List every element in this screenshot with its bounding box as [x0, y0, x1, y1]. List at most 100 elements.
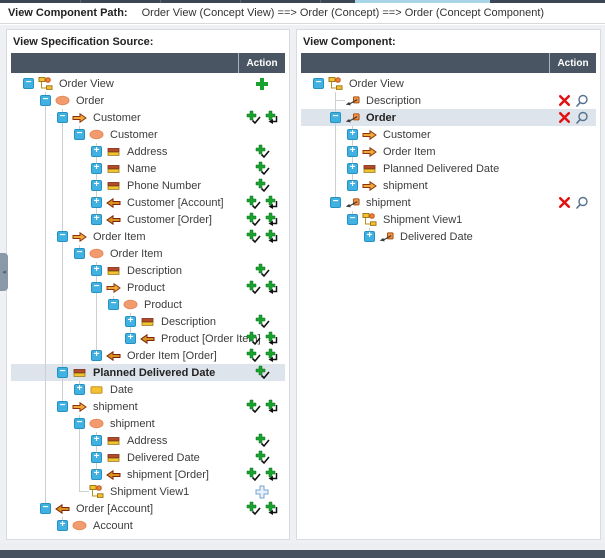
apply-check-icon[interactable]: [246, 195, 261, 210]
collapse-node-icon[interactable]: −: [57, 112, 68, 123]
tree-row[interactable]: − Order Item: [11, 228, 285, 245]
expand-node-icon[interactable]: +: [347, 180, 358, 191]
tree-node-label[interactable]: Order [Account]: [76, 502, 154, 515]
delete-x-icon[interactable]: [557, 110, 572, 125]
tree-node-label[interactable]: Order Item [Order]: [127, 349, 217, 362]
tree-row[interactable]: +Customer [Account]: [11, 194, 285, 211]
collapse-node-icon[interactable]: −: [91, 282, 102, 293]
tree-node-label[interactable]: Delivered Date: [127, 451, 200, 464]
collapse-node-icon[interactable]: −: [40, 95, 51, 106]
tree-node-label[interactable]: Description: [161, 315, 217, 328]
apply-copy-icon[interactable]: [264, 467, 279, 482]
tree-row[interactable]: +Customer: [301, 126, 596, 143]
collapse-node-icon[interactable]: −: [347, 214, 358, 225]
apply-check-icon[interactable]: [246, 110, 261, 125]
apply-copy-icon[interactable]: [264, 280, 279, 295]
tree-node-label[interactable]: shipment: [383, 179, 428, 192]
expand-node-icon[interactable]: +: [91, 469, 102, 480]
tree-node-label[interactable]: Shipment View1: [110, 485, 190, 498]
tree-node-label[interactable]: Order: [366, 111, 396, 124]
collapse-node-icon[interactable]: −: [330, 197, 341, 208]
apply-check-icon[interactable]: [255, 263, 270, 278]
tree-row[interactable]: − Order [Account]: [11, 500, 285, 517]
expand-node-icon[interactable]: +: [347, 146, 358, 157]
tree-node-label[interactable]: Shipment View1: [383, 213, 463, 226]
tree-node-label[interactable]: Customer: [110, 128, 158, 141]
expand-node-icon[interactable]: +: [125, 316, 136, 327]
expand-node-icon[interactable]: +: [91, 435, 102, 446]
tree-row[interactable]: + Delivered Date: [11, 449, 285, 466]
tree-row[interactable]: − Order: [301, 109, 596, 126]
tree-node-label[interactable]: Planned Delivered Date: [383, 162, 500, 175]
expand-node-icon[interactable]: +: [125, 333, 136, 344]
collapse-node-icon[interactable]: −: [23, 78, 34, 89]
apply-check-icon[interactable]: [255, 433, 270, 448]
collapse-node-icon[interactable]: −: [74, 248, 85, 259]
tree-row[interactable]: −shipment: [301, 194, 596, 211]
expand-node-icon[interactable]: +: [347, 163, 358, 174]
collapse-node-icon[interactable]: −: [40, 503, 51, 514]
apply-check-icon[interactable]: [246, 467, 261, 482]
collapse-node-icon[interactable]: −: [74, 418, 85, 429]
tree-row[interactable]: − Order Item: [11, 245, 285, 262]
tree-node-label[interactable]: Product [Order Item]: [161, 332, 261, 345]
tree-node-label[interactable]: Description: [366, 94, 422, 107]
tree-node-label[interactable]: Planned Delivered Date: [93, 366, 216, 379]
expand-node-icon[interactable]: +: [364, 231, 375, 242]
tree-node-label[interactable]: Order: [76, 94, 105, 107]
tree-node-label[interactable]: Product: [127, 281, 165, 294]
collapse-node-icon[interactable]: −: [330, 112, 341, 123]
apply-copy-icon[interactable]: [264, 110, 279, 125]
expand-node-icon[interactable]: +: [57, 520, 68, 531]
tree-row[interactable]: + Date: [11, 381, 285, 398]
tree-row[interactable]: −Order View: [301, 75, 596, 92]
add-plus-icon[interactable]: [255, 76, 270, 91]
tree-node-label[interactable]: Date: [110, 383, 134, 396]
expand-node-icon[interactable]: +: [91, 163, 102, 174]
delete-x-icon[interactable]: [557, 93, 572, 108]
tree-node-label[interactable]: shipment: [110, 417, 155, 430]
delete-x-icon[interactable]: [557, 195, 572, 210]
apply-copy-icon[interactable]: [264, 331, 279, 346]
tree-row[interactable]: +Customer [Order]: [11, 211, 285, 228]
tree-node-label[interactable]: Customer: [93, 111, 141, 124]
expand-node-icon[interactable]: +: [91, 452, 102, 463]
tree-row[interactable]: Description: [301, 92, 596, 109]
tree-node-label[interactable]: Order Item: [93, 230, 146, 243]
tree-row[interactable]: − shipment: [11, 415, 285, 432]
add-plus-outline-icon[interactable]: [255, 484, 270, 499]
tree-row[interactable]: − Order: [11, 92, 285, 109]
expand-node-icon[interactable]: +: [74, 384, 85, 395]
apply-check-icon[interactable]: [246, 348, 261, 363]
tree-node-label[interactable]: Order View: [349, 77, 404, 90]
tree-row[interactable]: − Customer: [11, 109, 285, 126]
apply-check-icon[interactable]: [255, 450, 270, 465]
tree-row[interactable]: + Description: [11, 313, 285, 330]
apply-copy-icon[interactable]: [264, 399, 279, 414]
tree-node-label[interactable]: Order Item: [383, 145, 436, 158]
tree-node-label[interactable]: Description: [127, 264, 183, 277]
tree-row[interactable]: − Product: [11, 279, 285, 296]
tree-row[interactable]: +Description: [11, 262, 285, 279]
tree-row[interactable]: −Order View: [11, 75, 285, 92]
collapse-panel-handle[interactable]: ◂: [0, 253, 8, 291]
tree-node-label[interactable]: Customer [Account]: [127, 196, 224, 209]
tree-row[interactable]: − Product: [11, 296, 285, 313]
magnifier-icon[interactable]: [575, 110, 590, 125]
tree-row[interactable]: −Planned Delivered Date: [11, 364, 285, 381]
collapse-node-icon[interactable]: −: [108, 299, 119, 310]
apply-copy-icon[interactable]: [264, 195, 279, 210]
magnifier-icon[interactable]: [575, 195, 590, 210]
tree-node-label[interactable]: Product: [144, 298, 182, 311]
collapse-node-icon[interactable]: −: [74, 129, 85, 140]
tree-node-label[interactable]: Order Item: [110, 247, 163, 260]
tree-row[interactable]: +shipment [Order]: [11, 466, 285, 483]
apply-copy-icon[interactable]: [264, 212, 279, 227]
tree-node-label[interactable]: Delivered Date: [400, 230, 473, 243]
tree-row[interactable]: − Customer: [11, 126, 285, 143]
tree-node-label[interactable]: Address: [127, 434, 168, 447]
collapse-node-icon[interactable]: −: [57, 231, 68, 242]
apply-check-icon[interactable]: [246, 212, 261, 227]
apply-check-icon[interactable]: [246, 229, 261, 244]
tree-row[interactable]: + Delivered Date: [301, 228, 596, 245]
